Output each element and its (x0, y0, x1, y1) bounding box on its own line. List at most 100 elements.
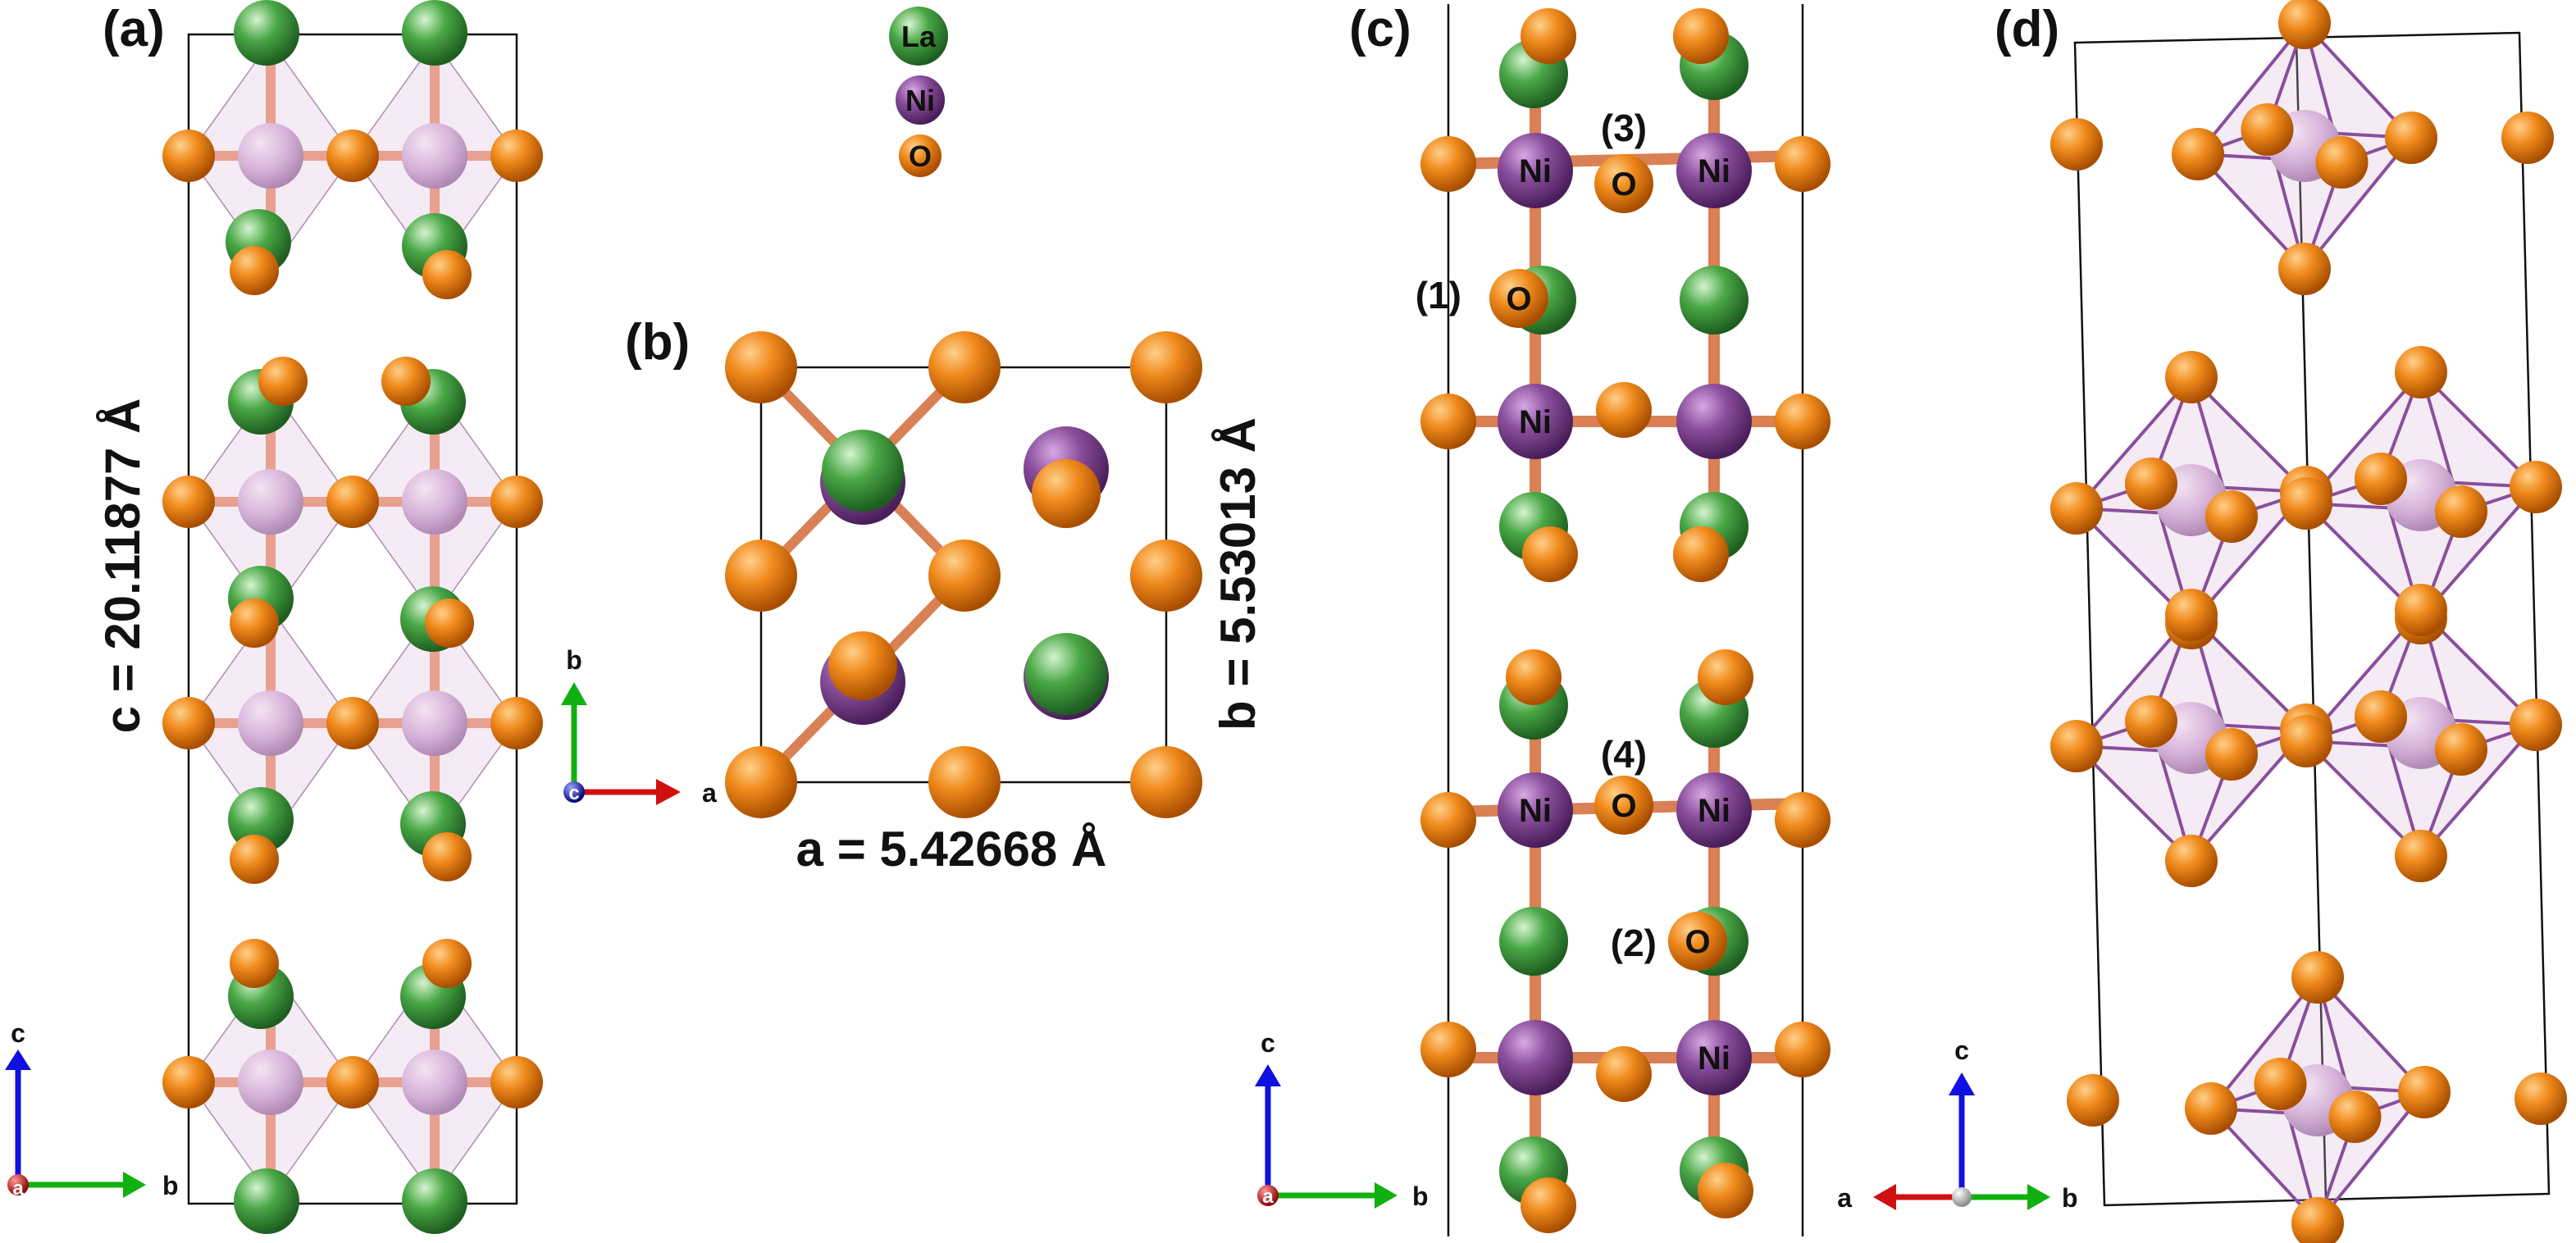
nickel-atom (1676, 384, 1752, 459)
panel-a: (a) c = 20.11877 Å c b a (5, 0, 543, 1234)
nickel-atom (1498, 384, 1573, 459)
oxygen-atom (422, 939, 472, 988)
oxygen-atom (725, 331, 797, 403)
atom-label: Ni (1698, 153, 1730, 189)
site-label-4: (4) (1601, 733, 1647, 776)
oxygen-atom (2185, 1082, 2237, 1135)
lanthanum-atom (402, 0, 467, 66)
oxygen-atom (162, 476, 215, 528)
oxygen-atom (2165, 835, 2218, 887)
nickel-atom (1676, 133, 1752, 208)
octahedron-edge (2419, 371, 2537, 489)
b-axis-arrowhead (123, 1172, 146, 1198)
axis-label-b: b (1412, 1182, 1429, 1211)
oxygen-atom (2125, 695, 2177, 748)
nickel-atom (1676, 772, 1752, 848)
oxygen-atom (2241, 103, 2294, 156)
panel-a-c-dimension: c = 20.11877 Å (95, 398, 150, 734)
panel-a-label: (a) (103, 1, 165, 57)
oxygen-atom (490, 476, 543, 528)
axis-label-b: b (2062, 1183, 2078, 1213)
oxygen-atom (2280, 715, 2332, 767)
c-axis-arrowhead (5, 1049, 31, 1070)
nickel-atom (1676, 1020, 1752, 1095)
panel-c-site-labels: (1) (2) (3) (4) (1416, 107, 1657, 964)
oxygen-atom (1698, 649, 1753, 705)
oxygen-atom (2205, 490, 2258, 543)
panel-b: (b) a = 5.42668 Å b = 5.53013 Å b a c (561, 314, 1265, 876)
oxygen-atom (2165, 351, 2218, 403)
oxygen-atom (1130, 746, 1202, 818)
panel-b-b-dimension: b = 5.53013 Å (1210, 417, 1265, 731)
lanthanum-atom (1025, 633, 1107, 715)
lanthanum-atom (402, 1168, 467, 1234)
panel-a-unit-cell (187, 33, 518, 1205)
oxygen-atom (1775, 136, 1831, 192)
oxygen-atom (1420, 1022, 1476, 1077)
oxygen-atom (2395, 830, 2447, 882)
oxygen-atom (1673, 8, 1729, 64)
oxygen-atom (326, 476, 379, 528)
b-axis-arrowhead (2027, 1184, 2050, 1210)
octahedron-edge (2303, 136, 2413, 271)
oxygen-atom (2510, 699, 2562, 751)
atom-label: O (1685, 924, 1710, 960)
panel-c-axes: c b a (1255, 1028, 1429, 1211)
lanthanum-atom (228, 787, 294, 853)
oxygen-atom (1521, 8, 1576, 64)
oxygen-atom (326, 697, 379, 749)
oxygen-atom (490, 697, 543, 749)
panel-d: (d) c b a (1837, 0, 2567, 1243)
atom-label: O (1506, 281, 1531, 317)
nickel-atom (402, 1049, 467, 1115)
oxygen-atom (425, 599, 474, 648)
oxygen-atom (258, 357, 308, 406)
oxygen-atom (2385, 112, 2437, 164)
oxygen-atom (2395, 346, 2447, 398)
atom-label: Ni (1698, 1040, 1730, 1077)
axis-label-c: c (568, 782, 579, 804)
c-axis-arrowhead (1949, 1072, 1975, 1095)
octahedron-edge (2075, 376, 2193, 510)
legend-ni-sphere (896, 75, 945, 125)
nickel-atom (1498, 133, 1573, 208)
oxygen-atom (1775, 394, 1831, 449)
lanthanum-atom (1499, 907, 1568, 976)
legend-la-label: La (901, 20, 937, 53)
oxygen-atom (1130, 331, 1202, 403)
oxygen-atom (1673, 526, 1729, 582)
site-label-3: (3) (1601, 107, 1647, 149)
a-axis-arrowhead (656, 779, 681, 805)
oxygen-atom (1522, 526, 1578, 582)
oxygen-atom (1596, 382, 1652, 438)
nickel-atom (1498, 1020, 1573, 1095)
oxygen-atom (1698, 1163, 1753, 1218)
oxygen-atom (2278, 0, 2331, 49)
nickel-atom (238, 123, 303, 189)
oxygen-atom (725, 746, 797, 818)
oxygen-atom (2050, 118, 2103, 171)
axis-label-b: b (162, 1171, 179, 1200)
axis-label-a: a (1262, 1186, 1274, 1208)
oxygen-atom (928, 331, 1001, 403)
axis-label-a: a (702, 778, 717, 808)
oxygen-atom (725, 540, 797, 612)
oxygen-atom (162, 697, 215, 749)
oxygen-atom (230, 835, 279, 884)
oxygen-atom (1596, 1046, 1652, 1102)
panel-d-octahedra (2075, 21, 2537, 1225)
oxygen-atom (2514, 1072, 2567, 1125)
oxygen-atom (2280, 477, 2332, 530)
oxygen-atom (2435, 485, 2487, 538)
oxygen-atom (2510, 461, 2562, 513)
site-label-2: (2) (1611, 922, 1657, 964)
oxygen-atom (2291, 1197, 2344, 1243)
oxygen-atom (2050, 720, 2103, 772)
atom-label: Ni (1519, 793, 1552, 829)
oxygen-atom (1521, 1177, 1576, 1233)
oxygen-atom (828, 631, 897, 700)
oxygen-atom (1668, 912, 1727, 971)
lanthanum-atom (234, 0, 299, 66)
octahedron-edge (2316, 1090, 2426, 1225)
